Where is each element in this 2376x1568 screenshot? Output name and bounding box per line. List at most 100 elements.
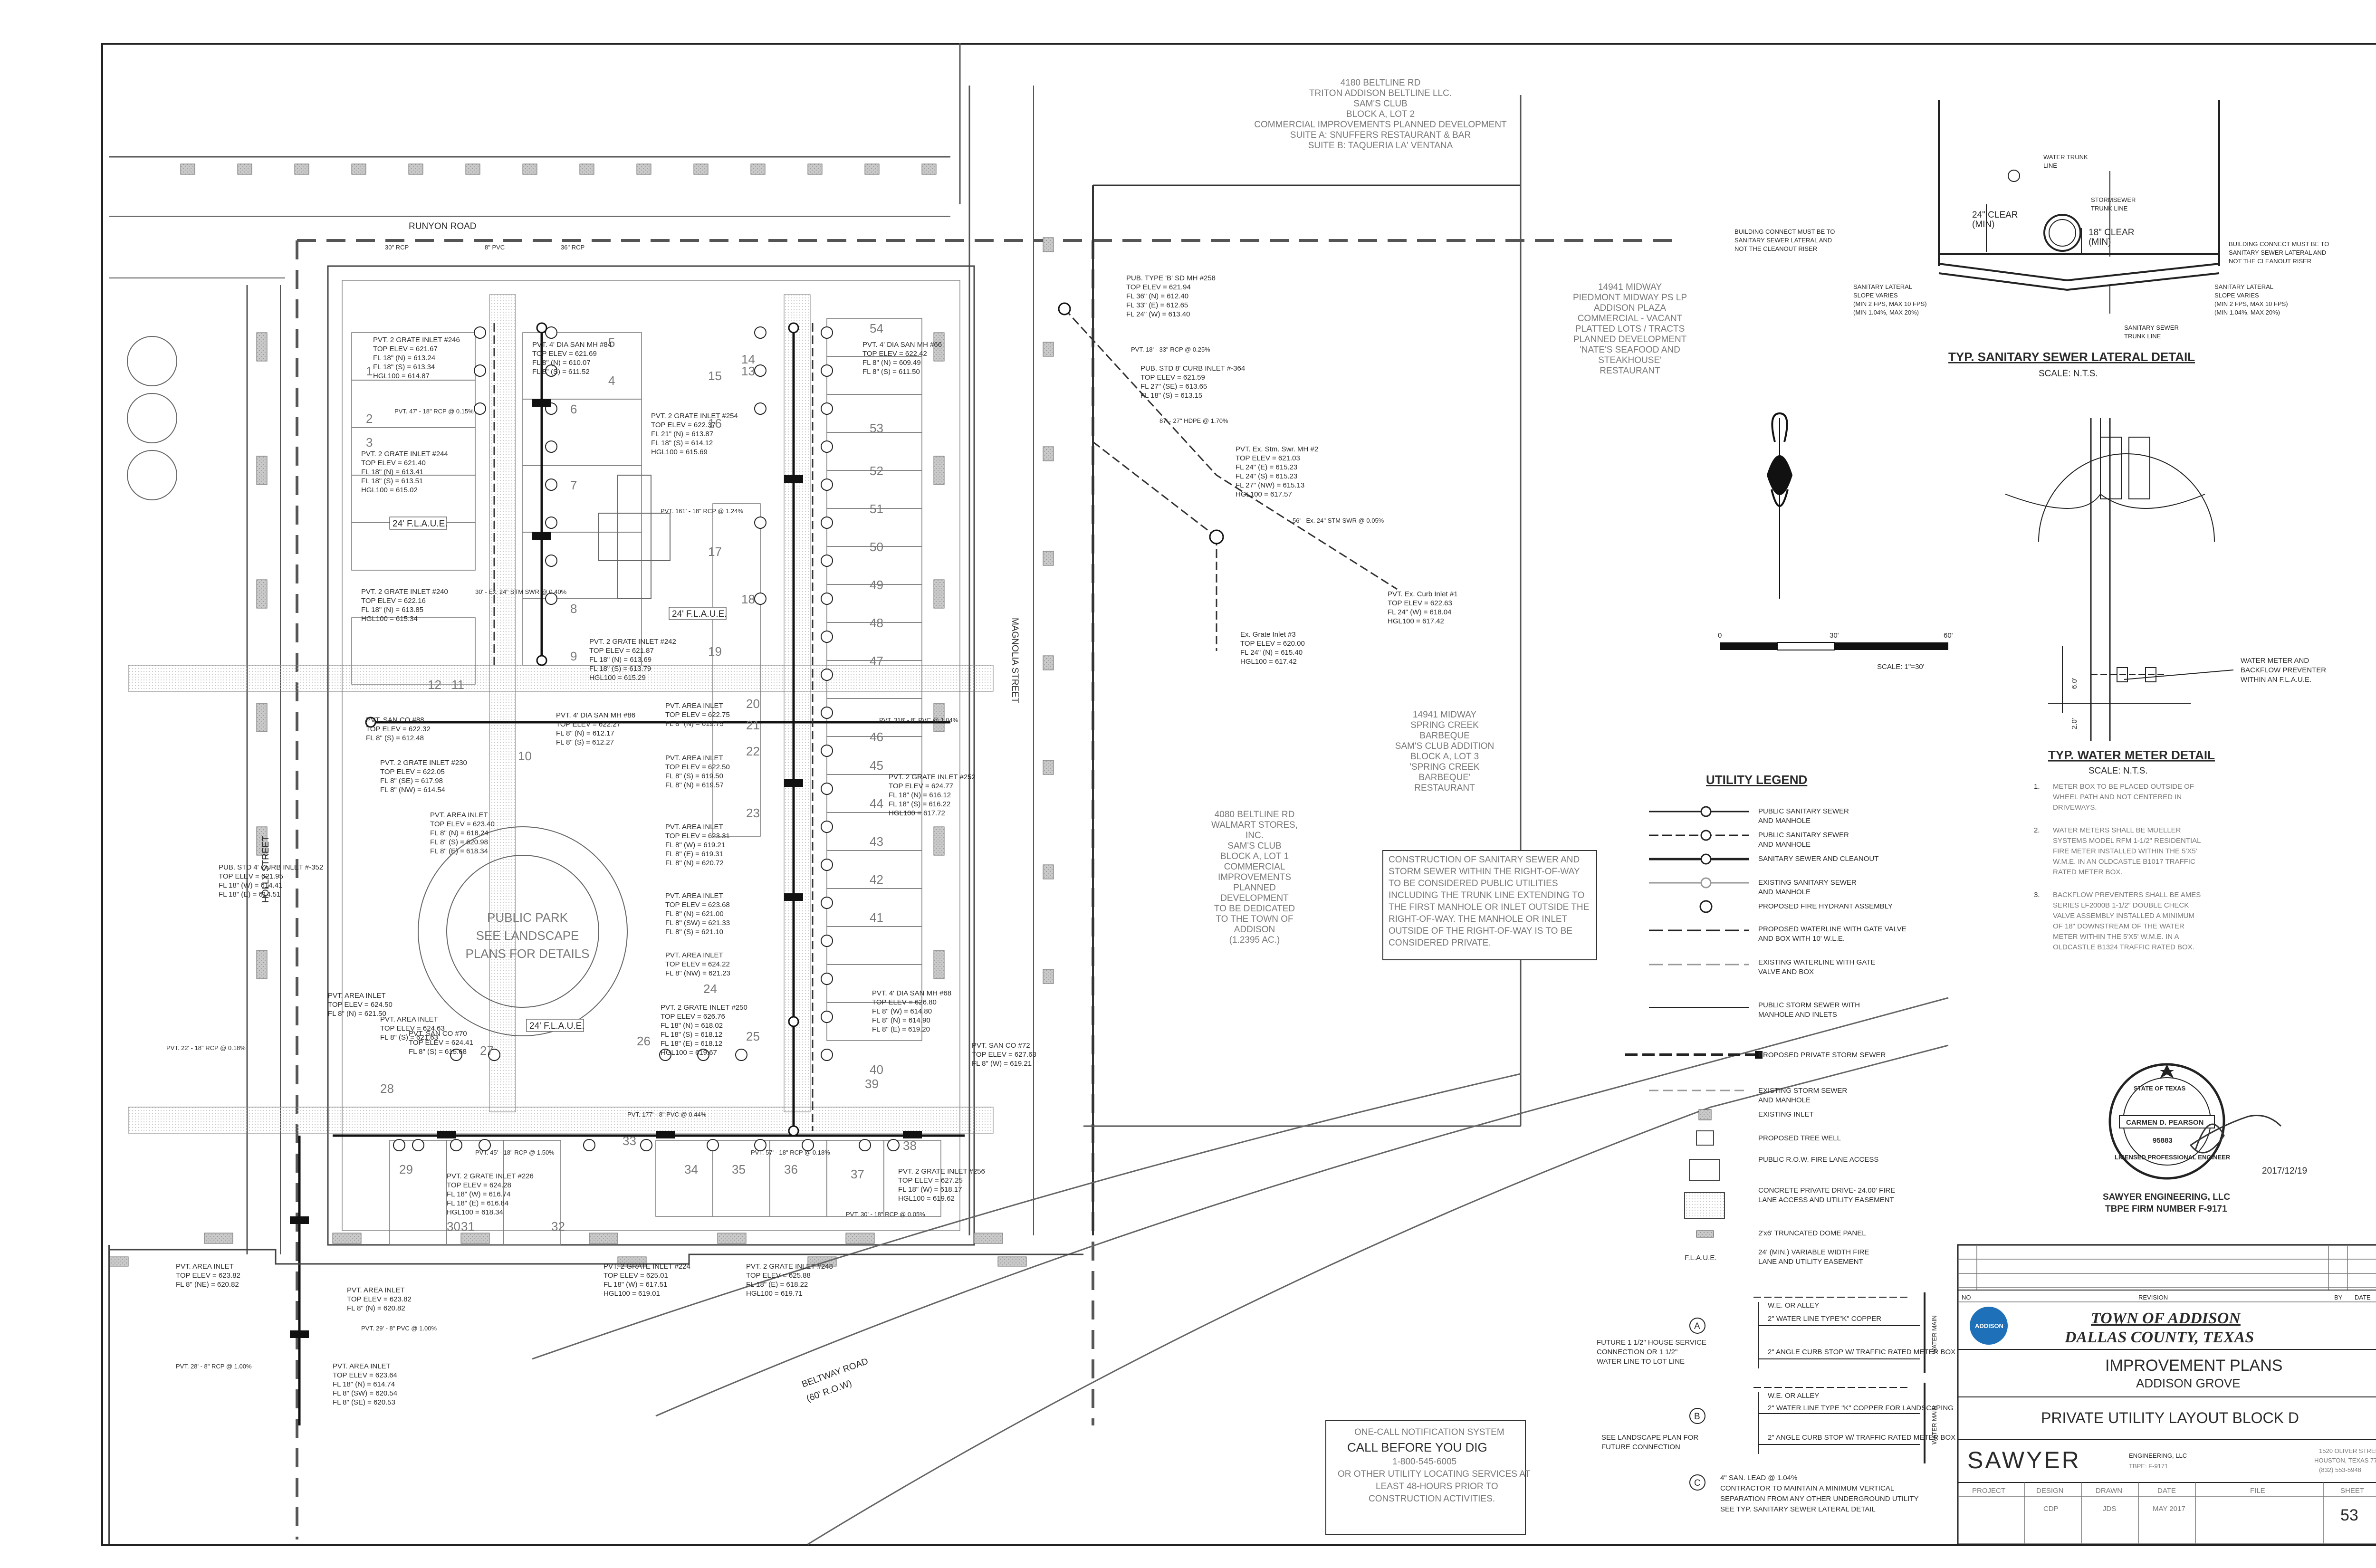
meter-callout-line: WITHIN AN F.L.A.U.E. bbox=[2241, 676, 2311, 684]
one-call-phone: 1-800-545-6005 bbox=[1392, 1457, 1456, 1467]
tb-header-design: DESIGN bbox=[2036, 1487, 2064, 1495]
property-note-north: TRITON ADDISON BELTLINE LLC. bbox=[1309, 88, 1452, 98]
structure-callout: TOP ELEV = 623.68 bbox=[665, 901, 730, 909]
service-c-line: 4" SAN. LEAD @ 1.04% bbox=[1720, 1474, 1797, 1482]
structure-callout: HGL100 = 619.62 bbox=[898, 1195, 955, 1203]
star-icon bbox=[2160, 1064, 2174, 1079]
structure-callout: HGL100 = 619.01 bbox=[604, 1290, 660, 1298]
lot-number: 43 bbox=[870, 834, 883, 849]
lot-number: 54 bbox=[870, 321, 883, 335]
legend-item: PUBLIC SANITARY SEWER bbox=[1758, 831, 1849, 839]
structure-callout: FL 8" (N) = 614.90 bbox=[872, 1016, 930, 1024]
structure-callout: PVT. 2 GRATE INLET #254 bbox=[651, 412, 738, 420]
seal-date: 2017/12/19 bbox=[2262, 1166, 2307, 1176]
tb-value-drawn: JDS bbox=[2103, 1505, 2116, 1513]
structure-callout: TOP ELEV = 622.16 bbox=[361, 597, 426, 605]
legend-item: PUBLIC SANITARY SEWER bbox=[1758, 807, 1849, 815]
rev-header-revision: REVISION bbox=[2138, 1294, 2168, 1301]
structure-callout: PVT. 2 GRATE INLET #256 bbox=[898, 1167, 985, 1176]
lot-number: 53 bbox=[870, 421, 883, 435]
lot-number: 40 bbox=[870, 1062, 883, 1077]
structure-callout: FL 8" (SE) = 620.53 bbox=[333, 1398, 395, 1406]
service-a-note: WATER LINE TO LOT LINE bbox=[1597, 1358, 1685, 1366]
seal-number: 95883 bbox=[2153, 1137, 2173, 1145]
structure-callout: TOP ELEV = 621.94 bbox=[1126, 283, 1191, 291]
firm-address: 1520 OLIVER STREET bbox=[2319, 1447, 2376, 1454]
seal-name: CARMEN D. PEARSON bbox=[2126, 1119, 2204, 1127]
property-note-east-top: ADDISON PLAZA bbox=[1594, 303, 1666, 313]
sanitary-label: (MIN) bbox=[2089, 237, 2111, 247]
meter-note-line: SYSTEMS MODEL RFM 1-1/2" RESIDENTIAL bbox=[2053, 837, 2201, 845]
tb-header-sheet: SHEET bbox=[2340, 1487, 2364, 1495]
structure-callout: FL 8" (N) = 621.00 bbox=[665, 910, 724, 918]
north-arrow-icon bbox=[1766, 412, 1793, 599]
structure-callout: PVT. 2 GRATE INLET #250 bbox=[661, 1004, 747, 1012]
structure-callout: FL 33" (E) = 612.65 bbox=[1126, 301, 1188, 309]
structure-callout: FL 8" (S) = 612.27 bbox=[556, 738, 614, 746]
property-note-east-top: 'NATE'S SEAFOOD AND bbox=[1580, 345, 1680, 355]
structure-callout: FL 8" (W) = 614.80 bbox=[872, 1007, 932, 1015]
pipe-label: PVT. 29' - 8" PVC @ 1.00% bbox=[361, 1325, 437, 1332]
legend-item: AND MANHOLE bbox=[1758, 888, 1811, 896]
utility-legend: UTILITY LEGEND F.L.A.U.E. PUBLIC SANITAR… bbox=[1625, 773, 1907, 1266]
structure-callout: PVT. AREA INLET bbox=[333, 1362, 391, 1370]
pipe-label: PVT. 45' - 18" RCP @ 1.50% bbox=[475, 1149, 555, 1156]
sanitary-label: (MIN) bbox=[1972, 220, 1994, 229]
structure-callout: FL 8" (N) = 620.72 bbox=[665, 859, 724, 867]
structure-callout: FL 8" (S) = 620.98 bbox=[430, 838, 488, 846]
lot-number: 18 bbox=[741, 592, 755, 606]
structure-callout: PVT. 2 GRATE INLET #240 bbox=[361, 588, 448, 596]
sanitary-label: (MIN 2 FPS, MAX 10 FPS) bbox=[2214, 300, 2288, 307]
structure-callout: FL 18" (S) = 613.51 bbox=[361, 477, 423, 485]
sheet-title: PRIVATE UTILITY LAYOUT BLOCK D bbox=[2041, 1409, 2299, 1426]
lot-number: 38 bbox=[903, 1138, 917, 1153]
structure-callout: FL 24" (S) = 615.23 bbox=[1236, 472, 1297, 480]
seal-bottom: LICENSED PROFESSIONAL ENGINEER bbox=[2115, 1154, 2231, 1161]
structure-callout: TOP ELEV = 624.22 bbox=[665, 960, 730, 968]
property-note-north: SUITE A: SNUFFERS RESTAURANT & BAR bbox=[1290, 130, 1471, 140]
structure-callout: TOP ELEV = 627.25 bbox=[898, 1176, 963, 1185]
structure-callout: FL 8" (N) = 619.75 bbox=[665, 720, 724, 728]
property-note-east-mid: RESTAURANT bbox=[1414, 783, 1475, 793]
utility-legend-title: UTILITY LEGEND bbox=[1706, 773, 1807, 787]
sanitary-label: WATER TRUNK bbox=[2043, 153, 2088, 161]
one-call-notice: ONE-CALL NOTIFICATION SYSTEM CALL BEFORE… bbox=[1325, 1420, 1530, 1535]
structure-callout: TOP ELEV = 624.41 bbox=[409, 1039, 473, 1047]
sanitary-label: (MIN 1.04%, MAX 20%) bbox=[2214, 309, 2280, 316]
structure-callout: PUB. TYPE 'B' SD MH #258 bbox=[1126, 274, 1216, 282]
service-c-line: CONTRACTOR TO MAINTAIN A MINIMUM VERTICA… bbox=[1720, 1484, 1894, 1492]
firm-name: SAWYER bbox=[1967, 1447, 2081, 1473]
meter-note-line: METER WITHIN THE 5'X5' W.M.E. IN A bbox=[2053, 933, 2179, 941]
structure-callout: TOP ELEV = 621.67 bbox=[373, 345, 438, 353]
service-marker-c: C bbox=[1694, 1478, 1701, 1488]
lot-number: 11 bbox=[451, 678, 464, 692]
service-a-line: 2" ANGLE CURB STOP W/ TRAFFIC RATED METE… bbox=[1768, 1348, 1955, 1356]
structure-callout: FL 24" (N) = 615.40 bbox=[1240, 649, 1303, 657]
lot-number: 9 bbox=[570, 649, 577, 663]
meter-note-line: VALVE ASSEMBLY INSTALLED A MINIMUM bbox=[2053, 912, 2194, 920]
structure-callout: TOP ELEV = 624.77 bbox=[889, 782, 953, 790]
service-c-line: SEPARATION FROM ANY OTHER UNDERGROUND UT… bbox=[1720, 1495, 1919, 1503]
structure-callout: TOP ELEV = 621.87 bbox=[589, 647, 654, 655]
firm-tbpe: TBPE: F-9171 bbox=[2129, 1463, 2168, 1470]
structure-callout: PVT. 2 GRATE INLET #242 bbox=[589, 638, 676, 646]
structure-callout: FL 8" (N) = 618.24 bbox=[430, 829, 489, 837]
structure-callout: HGL100 = 617.72 bbox=[889, 809, 945, 817]
service-a-note: FUTURE 1 1/2" HOUSE SERVICE bbox=[1597, 1339, 1706, 1347]
structure-callout: HGL100 = 615.34 bbox=[361, 615, 418, 623]
structure-callout: FL 18" (S) = 614.12 bbox=[651, 439, 713, 447]
project-name: ADDISON GROVE bbox=[2136, 1376, 2241, 1390]
structure-callout: FL 18" (S) = 616.22 bbox=[889, 800, 950, 808]
structure-callout: PVT. 2 GRATE INLET #224 bbox=[604, 1262, 690, 1271]
property-note-north: BLOCK A, LOT 2 bbox=[1346, 109, 1415, 119]
property-note-east-top: COMMERCIAL - VACANT bbox=[1578, 314, 1683, 324]
structure-callout: FL 8" (S) = 615.68 bbox=[409, 1048, 467, 1056]
sanitary-label: STORMSEWER bbox=[2091, 196, 2136, 203]
structure-callout: PVT. 2 GRATE INLET #246 bbox=[373, 336, 460, 344]
title-block: NO REVISION BY DATE ADDISON TOWN OF ADDI… bbox=[1957, 1244, 2376, 1545]
pipe-label: 8" PVC bbox=[485, 244, 505, 251]
lot-numbers: 1234567891011121314151617181920212223242… bbox=[366, 321, 917, 1233]
